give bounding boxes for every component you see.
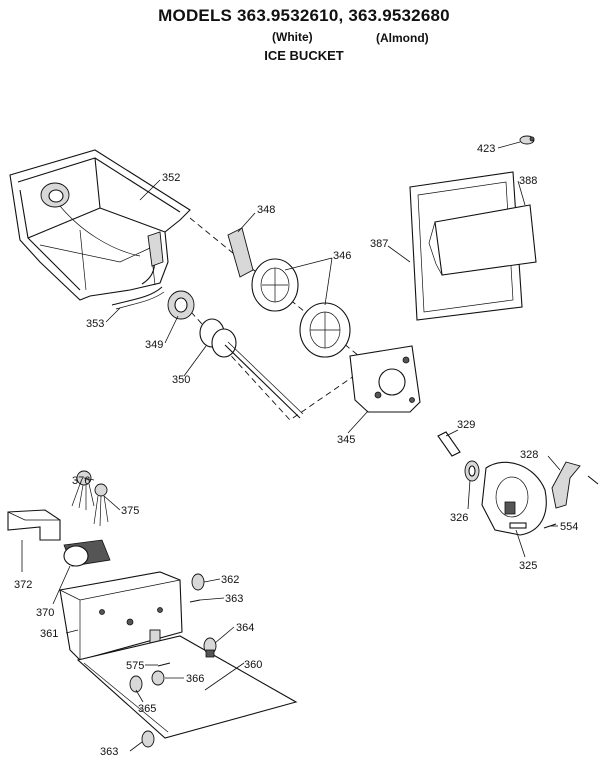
part-label-349: 349 <box>145 339 163 351</box>
part-label-554: 554 <box>560 521 578 533</box>
motor-370 <box>63 539 111 567</box>
auger-shaft-350 <box>199 318 304 419</box>
part-label-352: 352 <box>162 172 180 184</box>
part-label-575: 575 <box>126 660 144 672</box>
part-label-329: 329 <box>457 419 475 431</box>
screw-563-drawing <box>189 599 201 603</box>
door-388 <box>428 204 537 276</box>
wire-harness-375 <box>93 483 109 527</box>
lever-328-drawing <box>551 461 581 509</box>
part-365-drawing <box>129 675 143 693</box>
part-label-346: 346 <box>333 250 351 262</box>
part-label-363-top: 363 <box>225 593 243 605</box>
ice-bucket-drawing <box>9 149 191 301</box>
part-label-388: 388 <box>519 175 537 187</box>
part-label-328: 328 <box>520 449 538 461</box>
part-label-362: 362 <box>221 574 239 586</box>
washer-326-drawing <box>464 460 480 482</box>
auger-drums-346 <box>251 258 351 358</box>
part-label-361: 361 <box>40 628 58 640</box>
part-label-365: 365 <box>138 703 156 715</box>
part-label-350: 350 <box>172 374 190 386</box>
part-366-drawing <box>151 670 165 686</box>
variant-almond: (Almond) <box>376 31 429 45</box>
part-label-387: 387 <box>370 238 388 250</box>
clip-353-drawing <box>111 286 163 306</box>
bushing-349-drawing <box>167 290 195 320</box>
part-labels: 423 388 387 352 348 346 353 349 350 345 … <box>14 143 578 758</box>
part-label-423: 423 <box>477 143 495 155</box>
leader-lines <box>21 141 561 752</box>
part-label-353: 353 <box>86 318 104 330</box>
part-label-348: 348 <box>257 204 275 216</box>
drive-housing-325 <box>481 461 547 536</box>
part-label-364: 364 <box>236 622 254 634</box>
screw-575-drawing <box>157 662 171 667</box>
part-364-drawing <box>203 637 217 658</box>
pin-329-drawing <box>437 431 461 457</box>
part-363-bottom-drawing <box>141 730 155 748</box>
part-label-375: 375 <box>121 505 139 517</box>
part-label-370: 370 <box>36 607 54 619</box>
part-label-360: 360 <box>244 659 262 671</box>
models-title: MODELS 363.9532610, 363.9532680 <box>158 6 450 25</box>
part-label-372: 372 <box>14 579 32 591</box>
part-label-366: 366 <box>186 673 204 685</box>
assembly-title: ICE BUCKET <box>264 48 344 63</box>
part-label-363-bottom: 363 <box>100 746 118 758</box>
plate-348-drawing <box>227 227 254 278</box>
part-label-326: 326 <box>450 512 468 524</box>
part-label-376: 376 <box>72 475 90 487</box>
part-423-drawing <box>519 135 535 145</box>
part-label-345: 345 <box>337 434 355 446</box>
exploded-view-plane <box>179 217 371 421</box>
cover-372 <box>7 509 61 541</box>
variant-white: (White) <box>272 30 313 44</box>
base-plate-360 <box>76 635 298 739</box>
part-label-325: 325 <box>519 560 537 572</box>
front-plate-345 <box>349 345 421 413</box>
part-362-drawing <box>191 573 205 591</box>
